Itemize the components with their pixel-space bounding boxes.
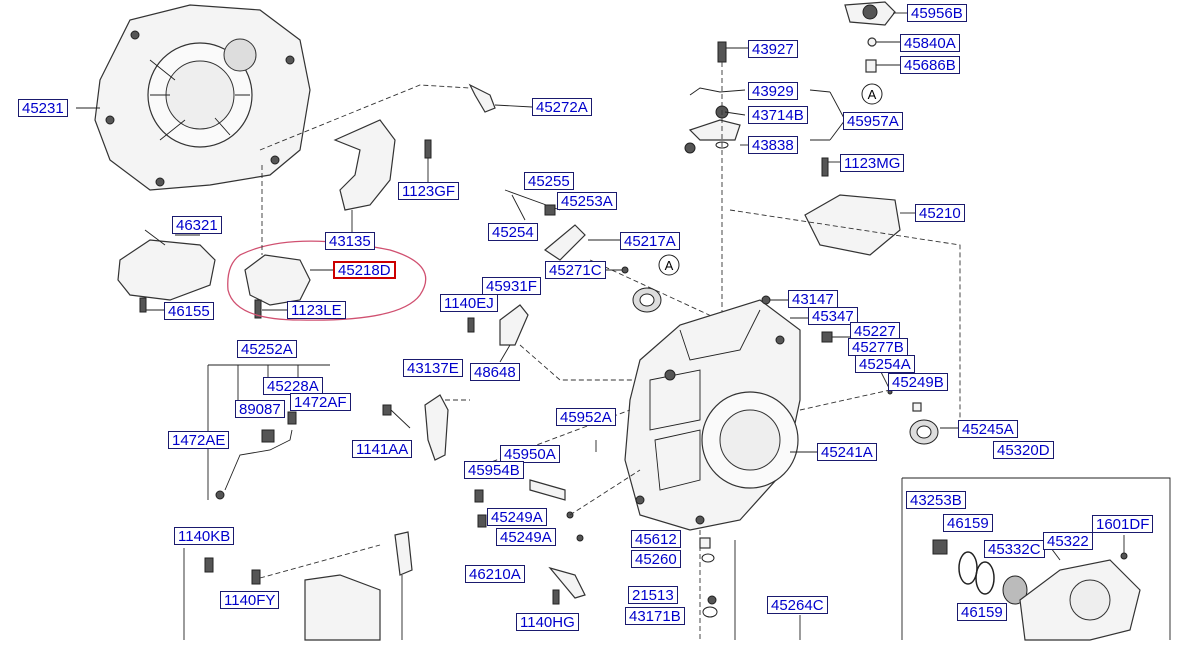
part-label-45271C[interactable]: 45271C (545, 261, 606, 279)
part-label-45840A[interactable]: 45840A (900, 34, 960, 52)
part-label-45952A[interactable]: 45952A (556, 408, 616, 426)
part-label-21513[interactable]: 21513 (628, 586, 678, 604)
part-label-43135[interactable]: 43135 (325, 232, 375, 250)
part-label-45332C[interactable]: 45332C (984, 540, 1045, 558)
part-label-45231[interactable]: 45231 (18, 99, 68, 117)
part-label-45272A[interactable]: 45272A (532, 98, 592, 116)
part-label-45322[interactable]: 45322 (1043, 532, 1093, 550)
part-label-45249B[interactable]: 45249B (888, 373, 948, 391)
part-label-45228A[interactable]: 45228A (263, 377, 323, 395)
part-label-45254A[interactable]: 45254A (855, 355, 915, 373)
part-label-89087[interactable]: 89087 (235, 400, 285, 418)
part-label-43253B[interactable]: 43253B (906, 491, 966, 509)
part-label-43927[interactable]: 43927 (748, 40, 798, 58)
part-label-1140HG[interactable]: 1140HG (516, 613, 579, 631)
part-label-48648[interactable]: 48648 (470, 363, 520, 381)
part-label-45957A[interactable]: 45957A (843, 112, 903, 130)
part-label-45249A-1[interactable]: 45249A (487, 508, 547, 526)
part-label-45245A[interactable]: 45245A (958, 420, 1018, 438)
part-label-43137E[interactable]: 43137E (403, 359, 463, 377)
transmission-case-45241A (624, 299, 801, 531)
part-label-1472AE[interactable]: 1472AE (168, 431, 230, 449)
part-label-43171B[interactable]: 43171B (625, 607, 685, 625)
part-label-45210[interactable]: 45210 (915, 204, 965, 222)
part-label-45249A-2[interactable]: 45249A (496, 528, 556, 546)
part-label-45252A[interactable]: 45252A (237, 340, 297, 358)
part-label-1472AF[interactable]: 1472AF (290, 393, 351, 411)
part-label-45241A[interactable]: 45241A (817, 443, 877, 461)
part-label-45227[interactable]: 45227 (850, 322, 900, 340)
part-label-45612[interactable]: 45612 (631, 530, 681, 548)
part-label-45954B[interactable]: 45954B (464, 461, 524, 479)
part-label-1140EJ[interactable]: 1140EJ (440, 294, 498, 312)
part-label-45254[interactable]: 45254 (488, 223, 538, 241)
part-label-43147[interactable]: 43147 (788, 290, 838, 308)
part-label-43714B[interactable]: 43714B (748, 106, 808, 124)
part-label-45218D[interactable]: 45218D (333, 261, 396, 279)
part-label-46321[interactable]: 46321 (172, 216, 222, 234)
part-label-45686B[interactable]: 45686B (900, 56, 960, 74)
part-label-46159-2[interactable]: 46159 (957, 603, 1007, 621)
part-label-1123LE[interactable]: 1123LE (287, 301, 346, 319)
part-label-1123MG[interactable]: 1123MG (840, 154, 905, 172)
part-label-46155[interactable]: 46155 (164, 302, 214, 320)
part-label-45950A[interactable]: 45950A (500, 445, 560, 463)
marker-a-top: A (868, 87, 877, 102)
part-label-45277B[interactable]: 45277B (848, 338, 908, 356)
part-label-45217A[interactable]: 45217A (620, 232, 680, 250)
part-label-1141AA[interactable]: 1141AA (352, 440, 413, 458)
part-label-45253A[interactable]: 45253A (557, 192, 617, 210)
part-label-45347[interactable]: 45347 (808, 307, 858, 325)
part-label-45320D[interactable]: 45320D (993, 441, 1054, 459)
marker-a-mid: A (665, 258, 674, 273)
part-label-45264C[interactable]: 45264C (767, 596, 828, 614)
part-label-45260[interactable]: 45260 (631, 550, 681, 568)
part-label-45956B[interactable]: 45956B (907, 4, 967, 22)
part-label-43838[interactable]: 43838 (748, 136, 798, 154)
part-label-46159-1[interactable]: 46159 (943, 514, 993, 532)
part-label-1140FY[interactable]: 1140FY (220, 591, 280, 609)
part-label-1140KB[interactable]: 1140KB (174, 527, 235, 545)
part-label-45931F[interactable]: 45931F (482, 277, 541, 295)
part-label-45255[interactable]: 45255 (524, 172, 574, 190)
bell-housing-45231 (94, 4, 311, 191)
part-label-1123GF[interactable]: 1123GF (398, 182, 460, 200)
part-label-1601DF[interactable]: 1601DF (1092, 515, 1154, 533)
part-label-46210A[interactable]: 46210A (465, 565, 525, 583)
part-label-43929[interactable]: 43929 (748, 82, 798, 100)
